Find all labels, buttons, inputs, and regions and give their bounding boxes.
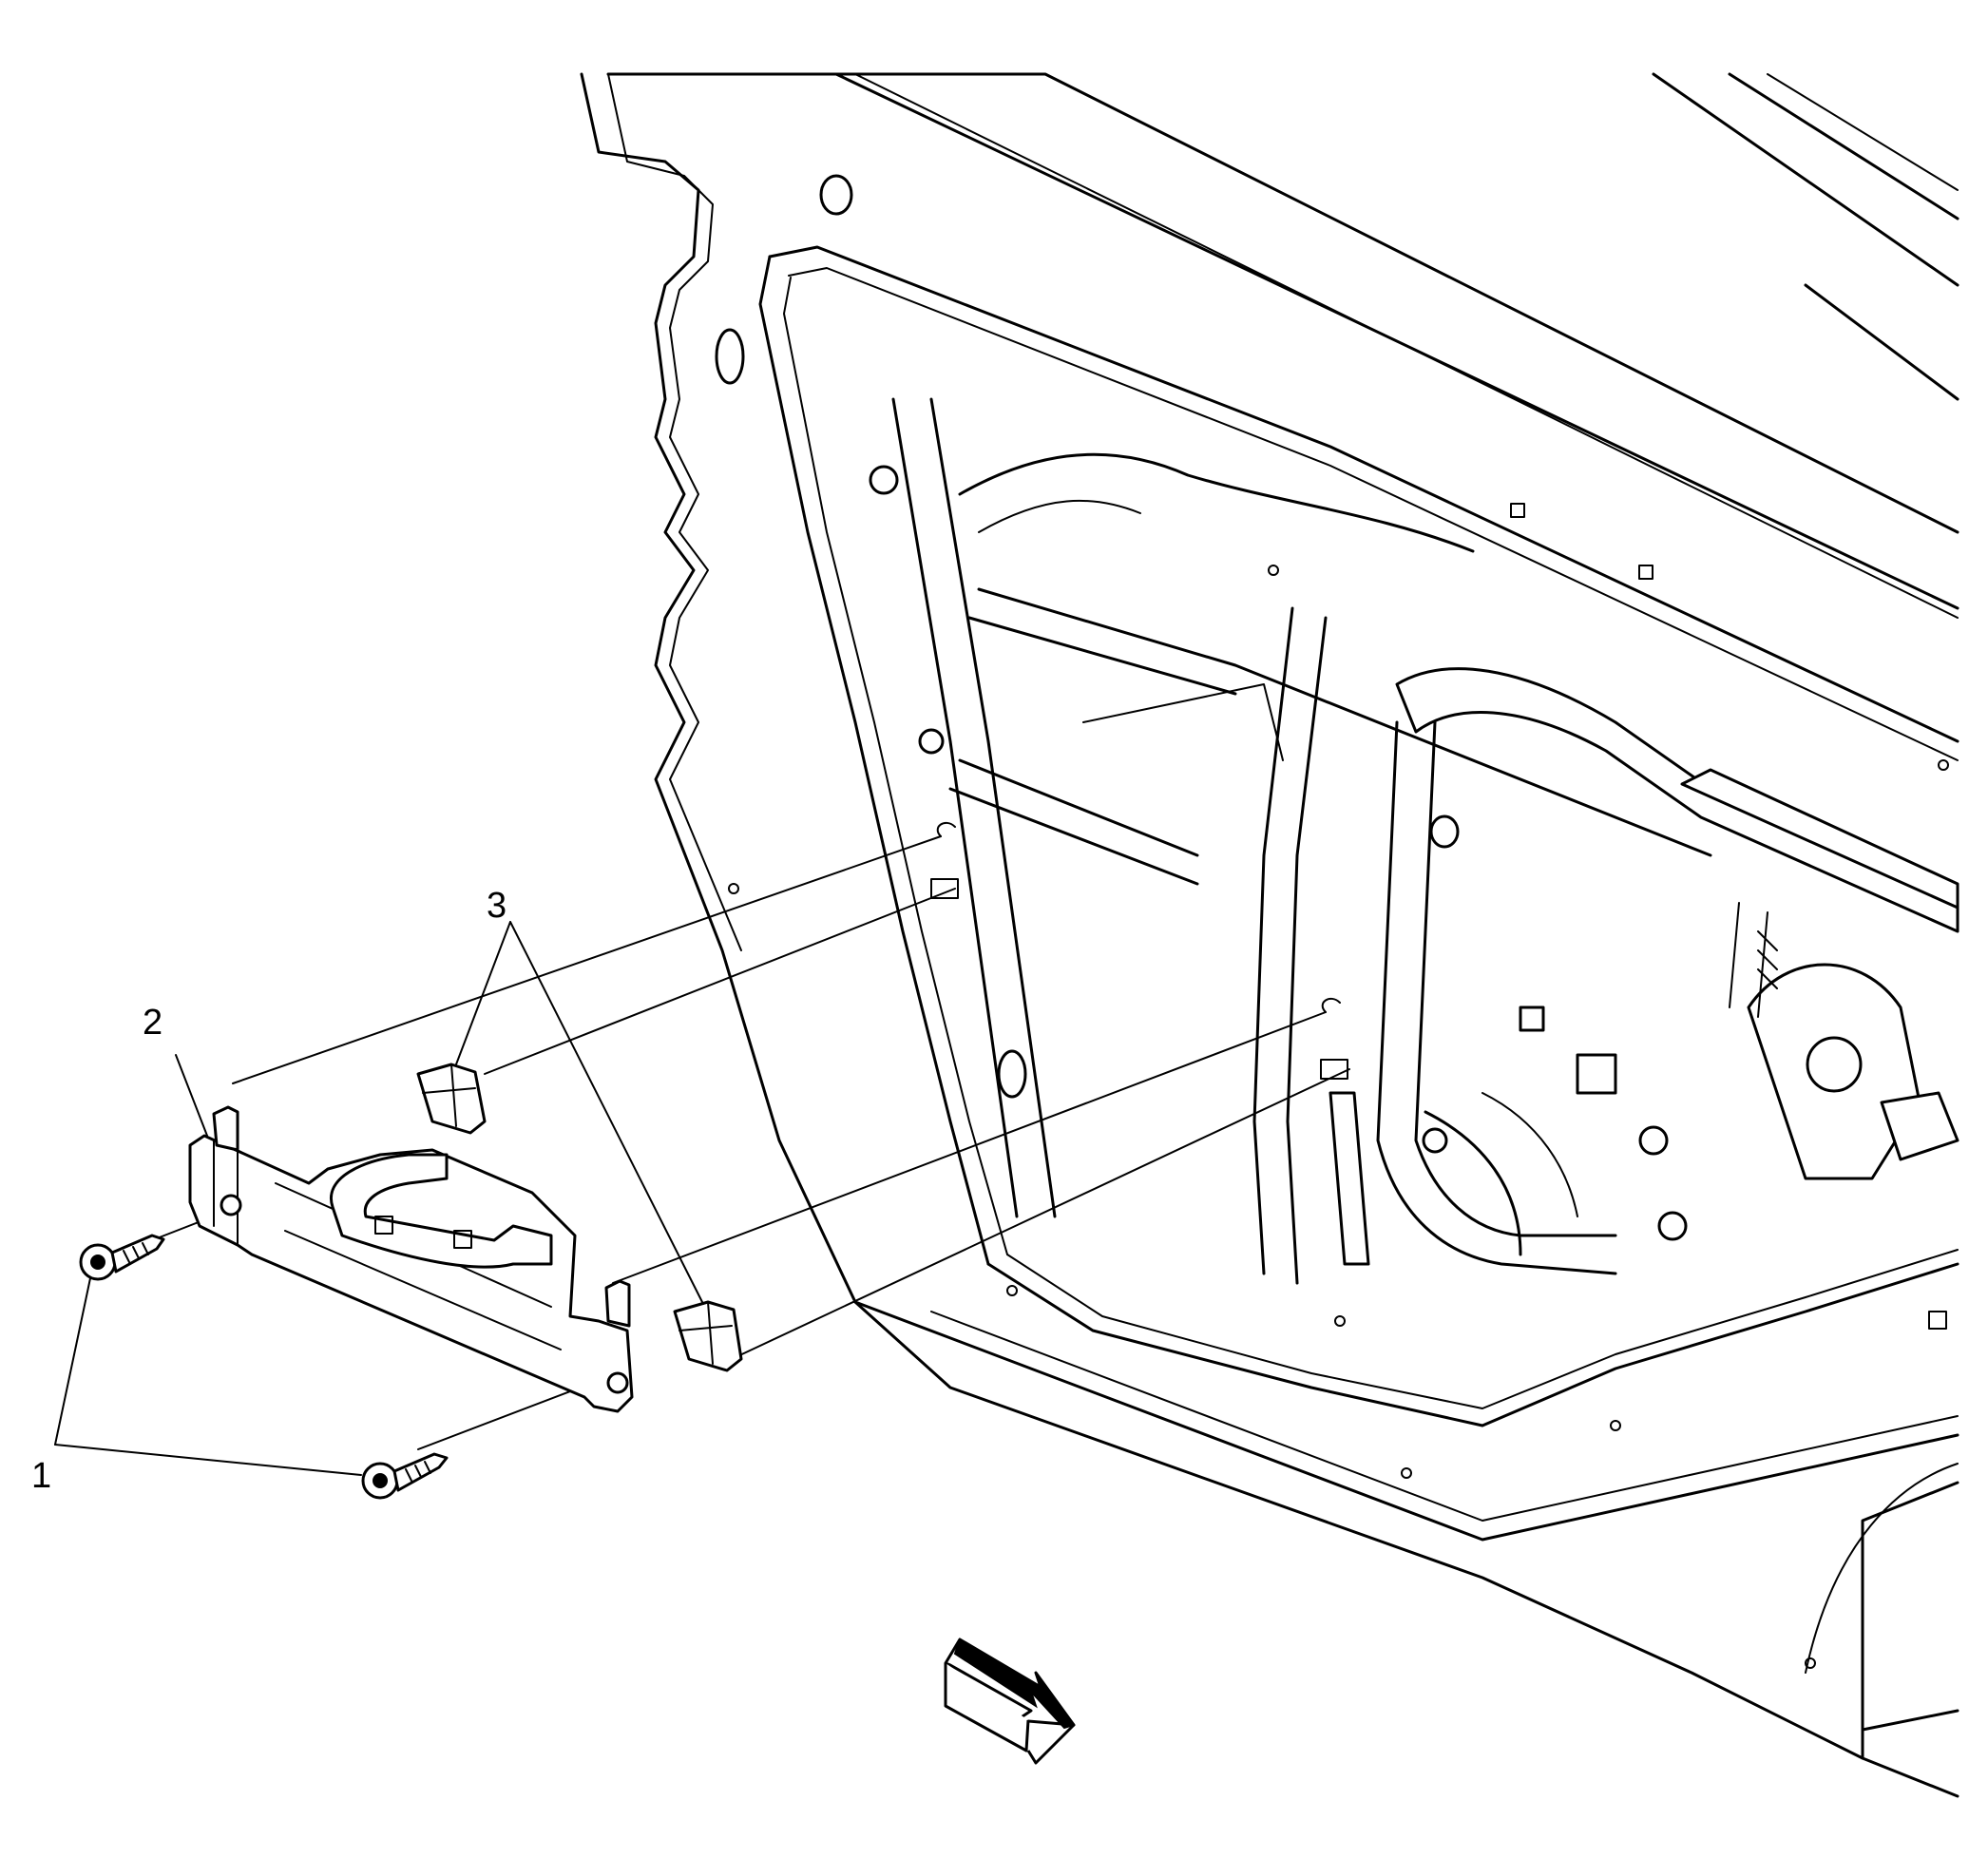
retainer-clip-icon xyxy=(416,1063,743,1372)
callout-leaders xyxy=(54,921,704,1476)
leader-lines xyxy=(151,835,1350,1450)
bracket-icon xyxy=(188,1105,634,1413)
door-inner-panel xyxy=(580,72,1959,1798)
screw-icon xyxy=(79,1234,449,1500)
callout-1: 1 xyxy=(31,1456,51,1496)
callout-2: 2 xyxy=(143,1003,162,1043)
arrow-icon xyxy=(944,1638,1076,1765)
callout-3: 3 xyxy=(487,886,507,926)
